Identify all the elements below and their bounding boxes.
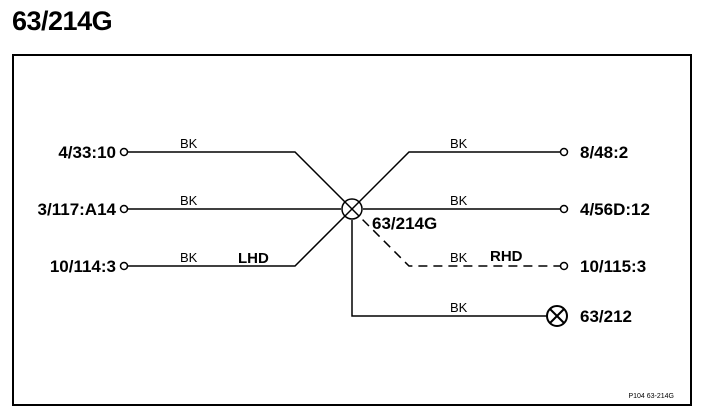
wire-right-mid[interactable] (363, 204, 569, 214)
terminal-left-bot[interactable] (119, 261, 129, 271)
wire-color-left-bot: BK (180, 250, 198, 265)
connector-right-rhd: 10/115:3 (580, 257, 646, 276)
terminal-right-top[interactable] (559, 147, 569, 157)
wire-left-mid[interactable] (119, 204, 342, 214)
connector-left-top: 4/33:10 (58, 143, 116, 162)
wire-right-top[interactable] (351, 147, 569, 210)
diagram-frame (12, 54, 692, 406)
splice-icon[interactable] (341, 198, 363, 220)
terminal-left-top[interactable] (119, 147, 129, 157)
splice-label: 63/214G (372, 214, 437, 233)
connector-ground: 63/212 (580, 307, 632, 326)
connector-left-mid: 3/117:A14 (38, 200, 117, 219)
connector-left-bot: 10/114:3 (50, 257, 116, 276)
wire-right-rhd[interactable] (351, 208, 569, 271)
wire-color-right-top: BK (450, 136, 468, 151)
wire-color-ground: BK (450, 300, 468, 315)
wire-left-top[interactable] (119, 147, 353, 210)
wire-ground[interactable] (351, 220, 547, 317)
terminal-right-mid[interactable] (559, 204, 569, 214)
terminal-right-rhd[interactable] (559, 261, 569, 271)
tag-lhd: LHD (238, 250, 269, 267)
tag-rhd: RHD (490, 248, 523, 265)
wire-color-right-mid: BK (450, 193, 468, 208)
connector-right-mid: 4/56D:12 (580, 200, 650, 219)
wire-color-left-top: BK (180, 136, 198, 151)
wire-color-left-mid: BK (180, 193, 198, 208)
reference-tag: P104 63-214G (628, 393, 674, 400)
page-title: 63/214G (12, 6, 113, 36)
terminal-left-mid[interactable] (119, 204, 129, 214)
wire-color-right-rhd: BK (450, 250, 468, 265)
wire-left-bot[interactable] (119, 208, 353, 271)
ground-icon[interactable] (546, 305, 568, 327)
connector-right-top: 8/48:2 (580, 143, 628, 162)
